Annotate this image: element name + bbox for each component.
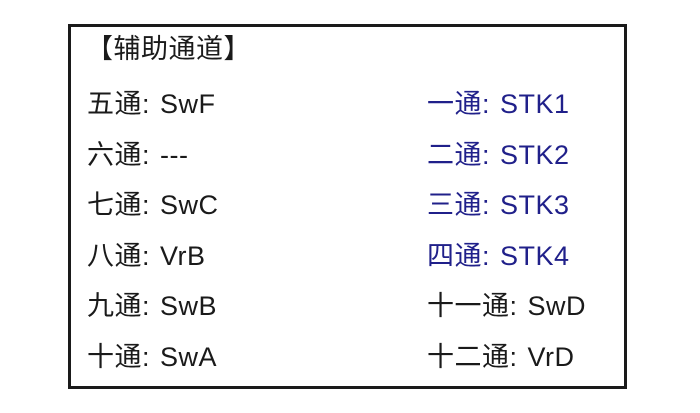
channel-entry-ch11[interactable]: 十一通: SwD: [427, 289, 586, 323]
channel-entry-ch4[interactable]: 四通: STK4: [427, 239, 570, 273]
channel-list: 五通: SwF 一通: STK1 六通: --- 二通: STK2: [71, 79, 624, 382]
channel-label: 四通:: [427, 240, 491, 271]
channel-value: ---: [160, 139, 189, 170]
channel-label: 十二通:: [427, 341, 518, 372]
channel-value: SwD: [527, 291, 587, 322]
channel-label: 一通:: [427, 89, 491, 120]
channel-entry-ch3[interactable]: 三通: STK3: [427, 188, 570, 222]
channel-label: 九通:: [87, 291, 151, 322]
channel-entry-ch2[interactable]: 二通: STK2: [427, 138, 570, 172]
channel-value: SwC: [160, 190, 219, 221]
channel-row: 五通: SwF 一通: STK1: [71, 79, 624, 130]
channel-label: 十一通:: [427, 291, 518, 322]
channel-entry-ch5[interactable]: 五通: SwF: [87, 87, 216, 121]
channel-value: VrB: [160, 240, 206, 271]
channel-label: 七通:: [87, 190, 151, 221]
channel-value: SwA: [160, 341, 218, 372]
channel-value: STK2: [500, 139, 570, 170]
channel-row: 六通: --- 二通: STK2: [71, 130, 624, 181]
channel-value: STK3: [500, 190, 570, 221]
channel-entry-ch6[interactable]: 六通: ---: [87, 138, 189, 172]
channel-entry-ch8[interactable]: 八通: VrB: [87, 239, 206, 273]
channel-row: 十通: SwA 十二通: VrD: [71, 332, 624, 383]
channel-label: 十通:: [87, 341, 151, 372]
channel-value: SwF: [160, 89, 216, 120]
channel-entry-ch7[interactable]: 七通: SwC: [87, 188, 219, 222]
channel-label: 五通:: [87, 89, 151, 120]
channel-entry-ch1[interactable]: 一通: STK1: [427, 87, 570, 121]
channel-entry-ch10[interactable]: 十通: SwA: [87, 340, 217, 374]
channel-value: SwB: [160, 291, 218, 322]
channel-entry-ch9[interactable]: 九通: SwB: [87, 289, 217, 323]
page-title: 【辅助通道】: [86, 34, 251, 64]
channel-row: 七通: SwC 三通: STK3: [71, 180, 624, 231]
channel-entry-ch12[interactable]: 十二通: VrD: [427, 340, 575, 374]
channel-label: 八通:: [87, 240, 151, 271]
channel-value: VrD: [527, 341, 575, 372]
channel-label: 三通:: [427, 190, 491, 221]
channel-value: STK4: [500, 240, 570, 271]
channel-row: 八通: VrB 四通: STK4: [71, 231, 624, 282]
channel-value: STK1: [500, 89, 570, 120]
auxiliary-channels-panel: 【辅助通道】 五通: SwF 一通: STK1 六通: --- 二通:: [68, 24, 627, 389]
channel-row: 九通: SwB 十一通: SwD: [71, 281, 624, 332]
channel-label: 六通:: [87, 139, 151, 170]
channel-label: 二通:: [427, 139, 491, 170]
